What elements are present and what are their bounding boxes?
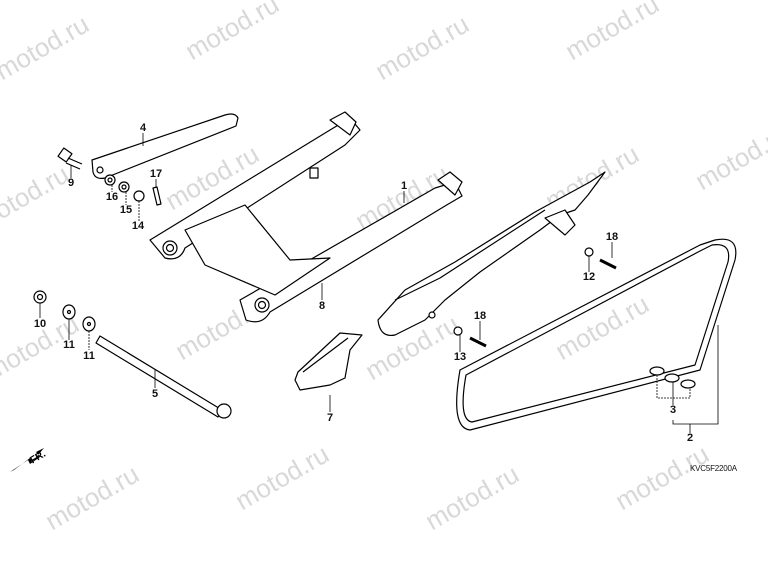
diagram-code: KVC5F2200A (690, 464, 737, 473)
callout-10: 10 (33, 318, 47, 330)
callout-11a: 11 (63, 339, 75, 351)
callout-13: 13 (453, 351, 467, 363)
callout-16: 16 (105, 191, 119, 203)
front-arrow-icon (10, 448, 44, 472)
callout-9: 9 (67, 177, 75, 189)
callout-14: 14 (131, 220, 145, 232)
callout-4: 4 (139, 122, 147, 134)
callout-8: 8 (318, 300, 326, 312)
callout-12: 12 (582, 271, 596, 283)
callout-17: 17 (149, 168, 163, 180)
callout-1: 1 (400, 180, 408, 192)
callout-5: 5 (151, 388, 159, 400)
callout-3: 3 (669, 404, 677, 416)
callout-18b: 18 (473, 310, 487, 322)
torque-link (91, 113, 239, 179)
callout-11b: 11 (83, 350, 95, 362)
callout-2: 2 (686, 432, 694, 444)
callout-18a: 18 (605, 231, 619, 243)
callout-15: 15 (119, 204, 133, 216)
callout-7: 7 (326, 412, 334, 424)
